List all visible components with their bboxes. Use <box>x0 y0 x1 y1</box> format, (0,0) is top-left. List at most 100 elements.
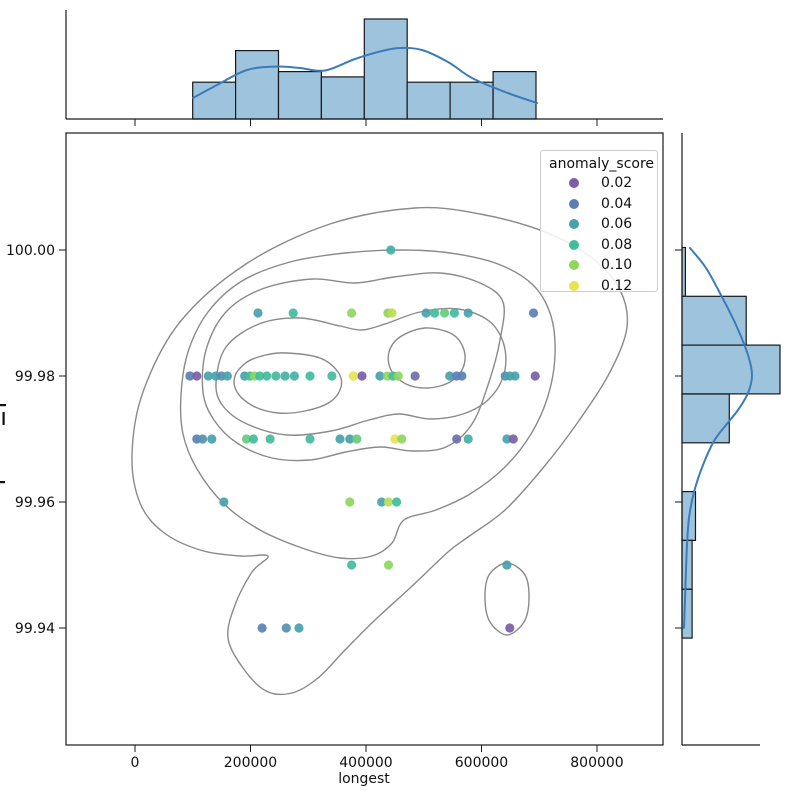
scatter-point <box>288 308 298 318</box>
x-axis-label: longest <box>338 771 390 787</box>
scatter-point <box>281 623 291 633</box>
top-hist-bar <box>406 81 451 120</box>
y-tick-label: 99.98 <box>15 369 55 385</box>
kde-contour-outer <box>131 206 629 696</box>
scatter-point <box>198 434 208 444</box>
scatter-point <box>265 434 275 444</box>
scatter-point <box>352 434 362 444</box>
scatter-point <box>305 371 315 381</box>
scatter-point <box>452 434 462 444</box>
scatter-point <box>255 371 265 381</box>
legend-entry-label: 0.04 <box>601 195 633 212</box>
scatter-point <box>357 371 367 381</box>
kde-contour-3 <box>201 272 505 462</box>
legend-entry-label: 0.10 <box>601 257 633 274</box>
scatter-point <box>505 623 515 633</box>
scatter-point <box>253 308 263 318</box>
legend-entry-label: 0.12 <box>601 277 633 294</box>
scatter-point <box>383 560 394 570</box>
legend-entry: 0.10 <box>541 255 657 276</box>
scatter-point <box>457 371 467 381</box>
scatter-point <box>327 371 337 381</box>
scatter-point <box>510 371 520 381</box>
scatter-point <box>248 434 258 444</box>
scatter-point <box>508 434 518 444</box>
scatter-point <box>207 434 217 444</box>
top-kde-curve <box>192 46 538 104</box>
x-tick-label: 0 <box>131 755 140 771</box>
y-axis-label-clipped <box>0 404 6 407</box>
kde-contour-ellipse <box>484 562 530 636</box>
scatter-point <box>390 434 400 444</box>
scatter-point <box>397 434 407 444</box>
scatter-point <box>445 371 455 381</box>
x-tick-label: 800000 <box>570 755 623 771</box>
x-tick-label: 200000 <box>224 755 277 771</box>
top-hist-bar <box>192 81 237 120</box>
scatter-point <box>257 623 267 633</box>
top-hist-bar <box>320 76 365 120</box>
scatter-point <box>348 371 358 381</box>
y-axis-label-clipped <box>0 481 5 484</box>
legend-entry: 0.04 <box>541 194 657 215</box>
scatter-point <box>502 434 512 444</box>
scatter-point <box>530 371 540 381</box>
y-tick-label: 99.96 <box>15 495 55 511</box>
scatter-point <box>280 371 290 381</box>
legend-entry-label: 0.08 <box>601 236 633 253</box>
scatter-point <box>203 371 213 381</box>
scatter-point <box>219 497 229 507</box>
scatter-point <box>410 371 420 381</box>
legend-dot-icon <box>569 280 579 291</box>
scatter-point <box>430 308 440 318</box>
scatter-point <box>439 308 450 318</box>
right-kde-curve <box>683 247 754 629</box>
scatter-point <box>347 308 357 318</box>
scatter-point <box>375 371 385 381</box>
scatter-point <box>421 308 431 318</box>
scatter-point <box>392 497 402 507</box>
scatter-point <box>335 434 345 444</box>
scatter-point <box>294 623 304 633</box>
scatter-point <box>289 371 299 381</box>
scatter-point <box>528 308 539 318</box>
scatter-point <box>192 371 202 381</box>
y-tick-label: 100.00 <box>6 243 55 259</box>
scatter-point <box>387 308 397 318</box>
legend-entry: 0.02 <box>541 173 657 194</box>
legend-entry: 0.08 <box>541 235 657 256</box>
scatter-point <box>271 371 281 381</box>
kde-contour-inner-left <box>233 352 343 414</box>
scatter-point <box>383 497 394 507</box>
scatter-point <box>222 371 232 381</box>
kde-contour-2 <box>179 249 556 560</box>
scatter-point <box>345 434 355 444</box>
y-axis-label-clipped <box>2 412 5 425</box>
scatter-point <box>185 371 195 381</box>
scatter-point <box>463 434 473 444</box>
scatter-point <box>463 308 473 318</box>
top-hist-bar <box>235 49 280 120</box>
scatter-point <box>386 245 396 255</box>
legend-dot-icon <box>569 260 579 271</box>
scatter-point <box>393 371 403 381</box>
right-hist-bar <box>681 344 781 395</box>
legend-title: anomaly_score <box>549 156 655 172</box>
main-axes-box <box>65 132 664 746</box>
scatter-point <box>305 434 315 444</box>
x-tick-label: 400000 <box>339 755 392 771</box>
y-tick-label: 99.94 <box>15 621 55 637</box>
legend-entry: 0.12 <box>541 276 657 297</box>
scatter-point <box>347 560 357 570</box>
scatter-point <box>241 434 252 444</box>
kde-contour-inner-right <box>387 327 466 389</box>
top-hist-bar <box>449 81 494 120</box>
legend-dot-icon <box>569 219 579 230</box>
scatter-point <box>345 497 355 507</box>
legend-entry-label: 0.02 <box>601 175 633 192</box>
scatter-point <box>502 560 512 570</box>
scatter-point <box>377 497 387 507</box>
